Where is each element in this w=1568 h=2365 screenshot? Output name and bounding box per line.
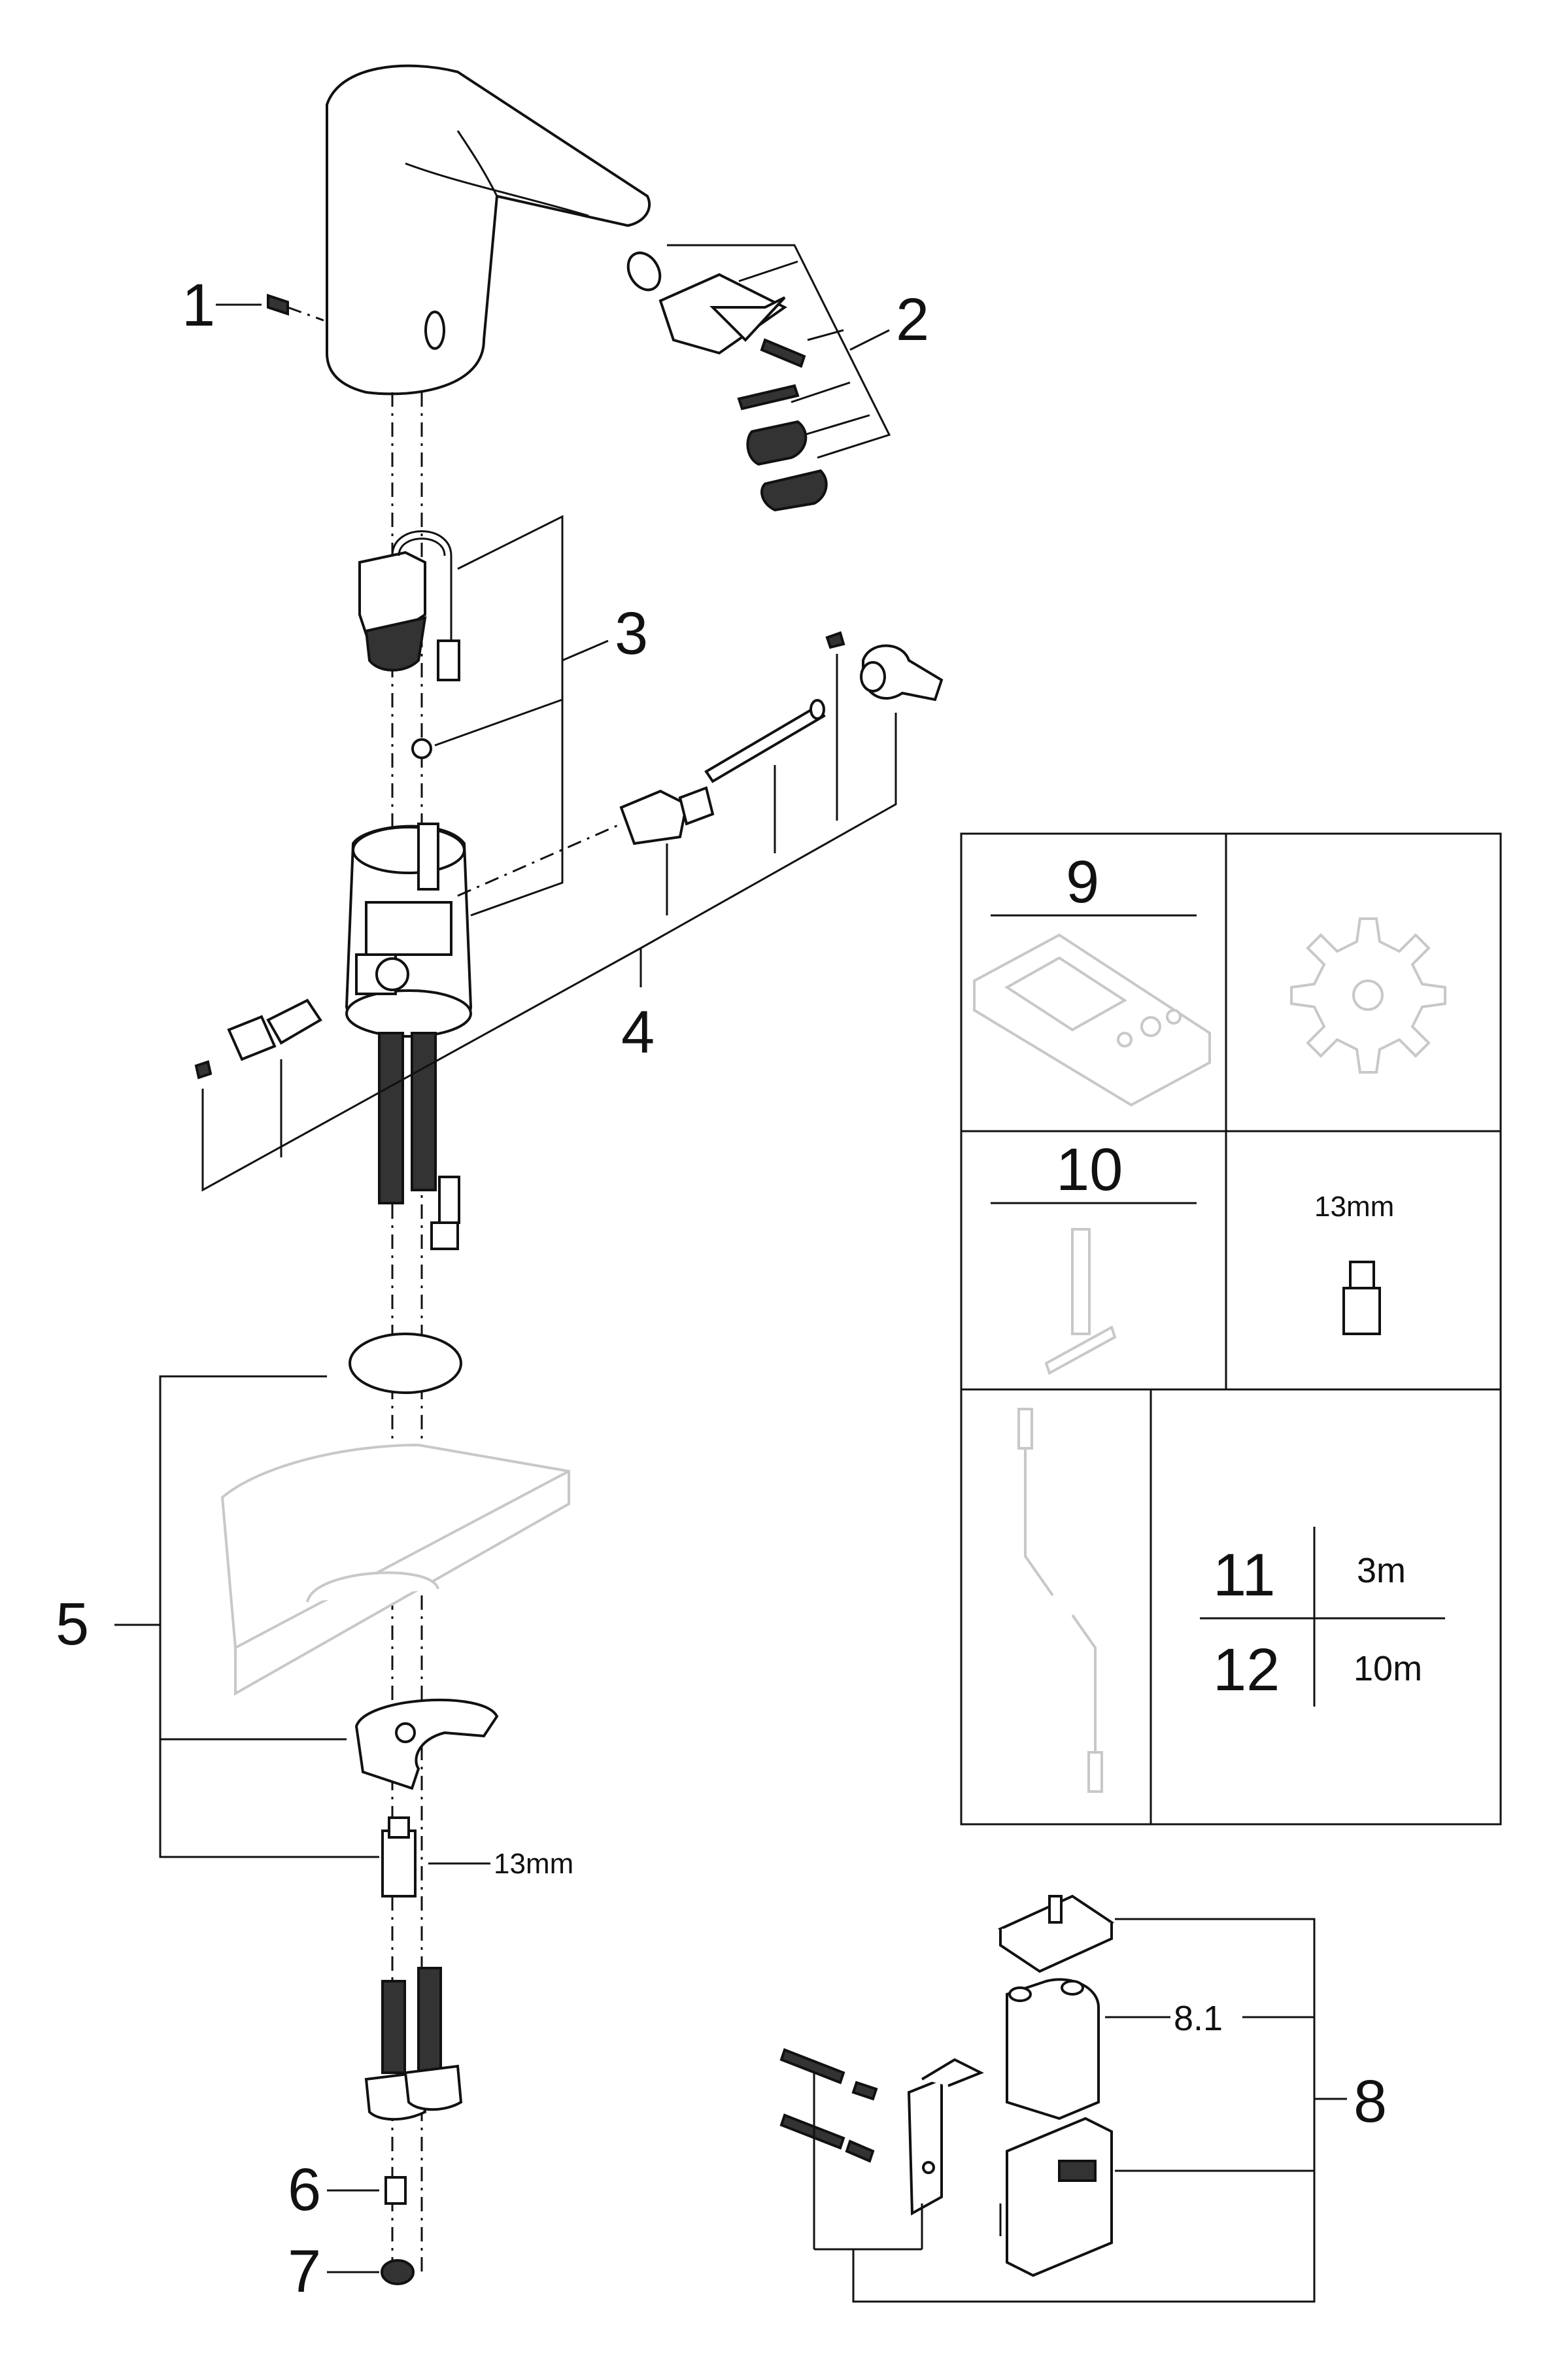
spout-body[interactable] (326, 64, 651, 396)
callout-2: 2 (849, 286, 929, 353)
o-ring[interactable] (349, 1333, 462, 1394)
long-rod[interactable] (704, 699, 826, 783)
svg-text:6: 6 (288, 2156, 321, 2223)
svg-text:12: 12 (1213, 1637, 1280, 1703)
solenoid-valve[interactable] (457, 786, 715, 897)
svg-text:9: 9 (1066, 849, 1099, 915)
cable-lengths: 11 3m 12 10m (1200, 1527, 1445, 1707)
svg-text:10m: 10m (1354, 1649, 1422, 1688)
grub-screw[interactable] (267, 294, 324, 322)
svg-text:8: 8 (1354, 2068, 1387, 2135)
aerator-set[interactable] (622, 244, 891, 512)
callout-6: 6 (288, 2156, 379, 2223)
accessories-table (960, 832, 1502, 1826)
svg-text:3m: 3m (1357, 1551, 1406, 1590)
svg-text:1: 1 (182, 272, 215, 339)
u-clamp[interactable] (354, 1698, 499, 1790)
flex-hoses-lower[interactable] (364, 1967, 463, 2121)
svg-text:2: 2 (896, 286, 929, 353)
filter-7[interactable] (381, 2259, 415, 2285)
reducer-6[interactable] (384, 2176, 407, 2205)
gear-icon (1290, 917, 1446, 1074)
valve-housing[interactable] (345, 823, 473, 1038)
svg-text:4: 4 (621, 999, 655, 1066)
battery-lid[interactable] (997, 1894, 1115, 1973)
battery-box[interactable] (999, 2117, 1113, 2277)
cell-service-key[interactable]: 10 (991, 1136, 1197, 1375)
svg-text:13mm: 13mm (494, 1848, 573, 1880)
callout-5-bracket: 5 (56, 1375, 379, 1858)
callout-7: 7 (288, 2238, 379, 2305)
handle[interactable] (825, 631, 944, 702)
callout-3-bracket: 3 (434, 515, 648, 917)
basin-ghost (220, 1443, 570, 1696)
callout-8-bracket: 8.1 8 (813, 1918, 1387, 2303)
wall-bracket[interactable] (907, 2058, 984, 2216)
svg-text:13mm: 13mm (1314, 1191, 1394, 1223)
battery-8-1[interactable] (1006, 1978, 1100, 2120)
wall-plugs-screws[interactable] (779, 2048, 878, 2163)
svg-text:8.1: 8.1 (1174, 1999, 1223, 2038)
cell-remote-control[interactable]: 9 (973, 849, 1211, 1107)
svg-text:10: 10 (1056, 1136, 1123, 1203)
cable-illustration (1017, 1408, 1103, 1793)
flex-hoses-upper[interactable] (378, 1032, 460, 1250)
connector-left[interactable] (194, 998, 322, 1080)
cell-valve-13mm[interactable]: 13mm (1314, 1191, 1394, 1335)
nut-13mm[interactable]: 13mm (381, 1816, 573, 1897)
svg-text:5: 5 (56, 1591, 89, 1658)
callout-4-bracket: 4 (201, 654, 897, 1192)
sensor-module[interactable] (358, 530, 460, 759)
callout-1: 1 (182, 272, 262, 339)
svg-text:7: 7 (288, 2238, 321, 2305)
svg-text:3: 3 (615, 600, 648, 667)
svg-text:11: 11 (1213, 1542, 1276, 1608)
